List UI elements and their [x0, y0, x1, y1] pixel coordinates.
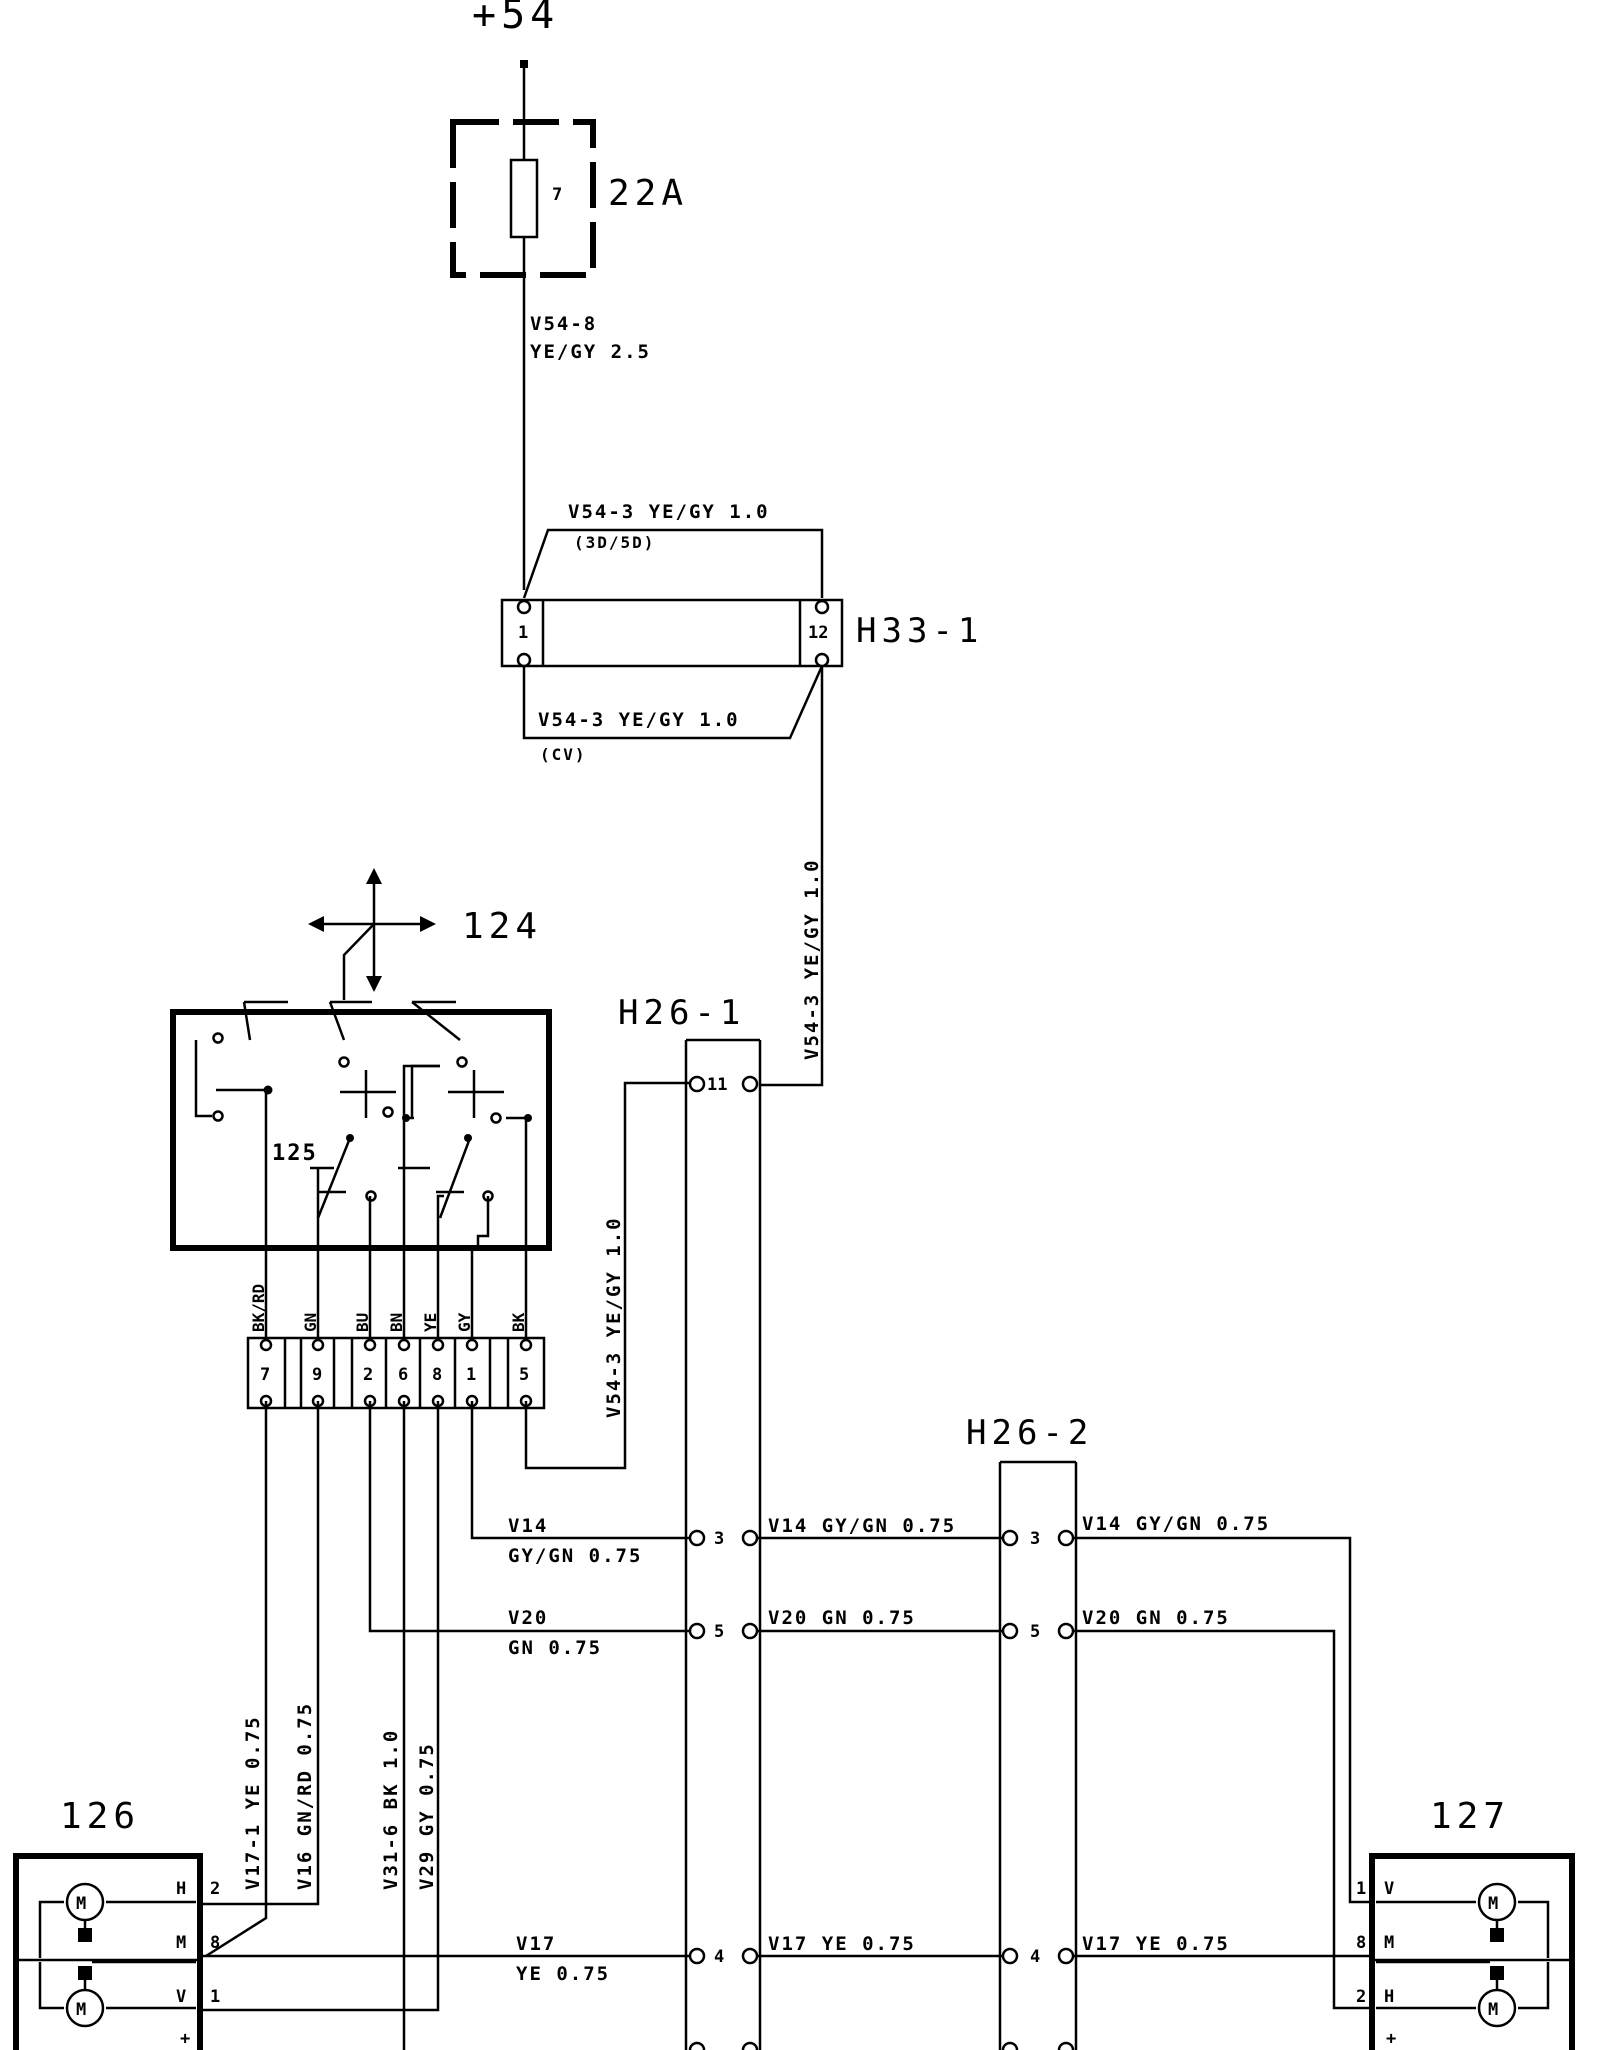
wire-v54-8-spec: YE/GY 2.5: [530, 341, 651, 363]
motor-127-term-v: V: [1384, 1879, 1394, 1899]
sw-pin-7: 7: [260, 1365, 270, 1385]
h33-label: H33-1: [856, 611, 983, 651]
h26-1-pin-3: 3: [714, 1529, 724, 1549]
h33-wire-top-label: V54-3 YE/GY 1.0: [568, 501, 770, 523]
sw-color-6: BN: [387, 1313, 406, 1332]
motor-126-m-upper: M: [76, 1894, 86, 1914]
wire-v54-3-vertical-label: V54-3 YE/GY 1.0: [801, 858, 823, 1060]
switch-label: 124: [462, 906, 542, 947]
fuse-symbol: [509, 158, 539, 239]
sw-color-7: BK/RD: [249, 1284, 268, 1332]
h33-pin-1: 1: [518, 623, 528, 643]
motor-127-label: 127: [1430, 1796, 1510, 1837]
h26-2-pin-3: 3: [1030, 1529, 1040, 1549]
v29-label: V29 GY 0.75: [416, 1742, 438, 1890]
wire-h33-bottom: [522, 665, 824, 740]
h26-1-pin-4: 4: [714, 1947, 724, 1967]
sw-pin-6: 6: [398, 1365, 408, 1385]
v17-right: V17 YE 0.75: [1082, 1933, 1230, 1955]
switch-inner-label: 125: [272, 1141, 318, 1166]
motor-127-m-lower: M: [1488, 2000, 1498, 2020]
v17-left-id: V17: [516, 1933, 556, 1955]
motor-126-term-v: V: [176, 1987, 186, 2007]
switch-connector: 7 9 2 6 8 1 5: [246, 1336, 546, 1410]
v20-left-spec: GN 0.75: [508, 1637, 602, 1659]
v17-mid: V17 YE 0.75: [768, 1933, 916, 1955]
wire-v14-right: [1073, 1536, 1372, 1904]
h26-2-pin-5: 5: [1030, 1622, 1040, 1642]
motor-127-term-h: H: [1384, 1987, 1394, 2007]
h33-pin-12: 12: [808, 623, 828, 643]
wire-v20-right: [1073, 1629, 1372, 2010]
v16-label: V16 GN/RD 0.75: [294, 1702, 316, 1890]
motor-127-pin-8: 8: [1356, 1933, 1366, 1953]
sw-pin-9: 9: [312, 1365, 322, 1385]
v14-mid: V14 GY/GN 0.75: [768, 1515, 956, 1537]
motor-127-term-m: M: [1384, 1933, 1394, 1953]
wire-v54-3-switch-label: V54-3 YE/GY 1.0: [603, 1216, 625, 1418]
motor-126: 126 M M H M V + 2 8 1: [13, 1796, 220, 2050]
wire-v14-left: [470, 1401, 690, 1540]
v14-right: V14 GY/GN 0.75: [1082, 1513, 1270, 1535]
sw-pin-1: 1: [466, 1365, 476, 1385]
motor-127-pin-2: 2: [1356, 1987, 1366, 2007]
fuse-number: 7: [552, 185, 562, 205]
v14-left-id: V14: [508, 1515, 548, 1537]
supply-label: +54: [472, 0, 559, 38]
v20-mid: V20 GN 0.75: [768, 1607, 916, 1629]
sw-color-8: YE: [421, 1313, 440, 1332]
h26-1-label: H26-1: [618, 993, 745, 1033]
wire-v20-left: [368, 1401, 690, 1633]
wire-v54-8-id: V54-8: [530, 313, 597, 335]
motor-126-term-plus: +: [180, 2029, 190, 2049]
motor-127-term-plus: +: [1386, 2029, 1396, 2049]
motor-127: 127 M M V M H + 1 8 2: [1356, 1796, 1575, 2050]
h26-2-label: H26-2: [966, 1413, 1093, 1453]
h26-1-pin-5: 5: [714, 1622, 724, 1642]
v20-right: V20 GN 0.75: [1082, 1607, 1230, 1629]
motor-126-term-h: H: [176, 1879, 186, 1899]
h33-variant-top: (3D/5D): [574, 533, 655, 552]
sw-pin-5: 5: [519, 1365, 529, 1385]
sw-color-5: BK: [509, 1312, 528, 1332]
h26-1-pin-11: 11: [707, 1075, 727, 1095]
h33-variant-bottom: (CV): [540, 745, 587, 764]
motor-126-pin-2: 2: [210, 1879, 220, 1899]
wire-v54-3-switch: [524, 1081, 690, 1470]
mirror-switch-124: 124 125: [170, 868, 552, 1251]
motor-127-pin-1: 1: [1356, 1879, 1366, 1899]
connector-h26-1: H26-1 11 3 5 4: [618, 993, 762, 2050]
motor-126-label: 126: [60, 1796, 140, 1837]
wire-h33-top: [522, 528, 824, 599]
sw-pin-2: 2: [363, 1365, 373, 1385]
v20-left-id: V20: [508, 1607, 548, 1629]
v14-left-spec: GY/GN 0.75: [508, 1545, 642, 1567]
fuse-rating: 22A: [608, 173, 688, 214]
sw-color-9: GN: [301, 1313, 320, 1332]
connector-h26-2: H26-2 3 5 4: [966, 1413, 1093, 2050]
h26-2-pin-4: 4: [1030, 1947, 1040, 1967]
fuse-box: 7 22A: [450, 119, 688, 278]
motor-126-m-lower: M: [76, 2000, 86, 2020]
v31-6-label: V31-6 BK 1.0: [380, 1729, 402, 1890]
motor-126-pin-8: 8: [210, 1933, 220, 1953]
motor-127-m-upper: M: [1488, 1894, 1498, 1914]
h33-wire-bottom-label: V54-3 YE/GY 1.0: [538, 709, 740, 731]
wire-v17-1: [205, 1401, 268, 1958]
sw-pin-8: 8: [432, 1365, 442, 1385]
wire-v29: [198, 1401, 440, 2012]
connector-h33-1: 1 12 H33-1: [500, 528, 983, 740]
motor-126-term-m: M: [176, 1933, 186, 1953]
motor-126-pin-1: 1: [210, 1987, 220, 2007]
v17-left-spec: YE 0.75: [516, 1963, 610, 1985]
sw-color-2: BU: [353, 1313, 372, 1332]
wire-v16: [198, 1401, 320, 1906]
sw-color-1: GY: [455, 1312, 474, 1332]
wire-v54-3-vertical: [760, 666, 824, 1087]
v17-1-label: V17-1 YE 0.75: [242, 1715, 264, 1890]
